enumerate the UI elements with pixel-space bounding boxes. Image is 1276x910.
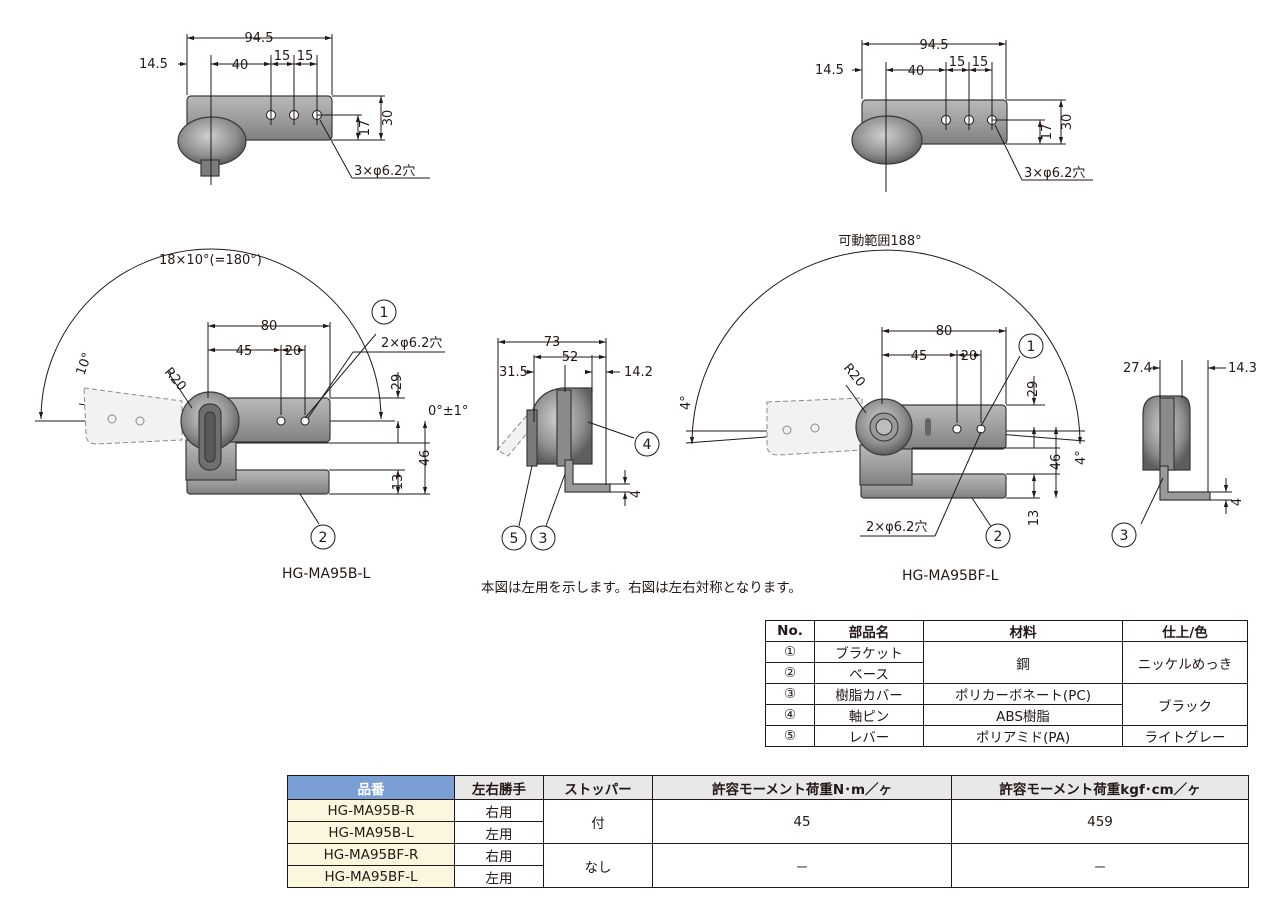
front-left-dim-29: 29 — [390, 374, 405, 391]
header-moment-kgf: 許容モーメント荷重kgf･cm／ヶ — [951, 775, 1249, 800]
balloon-5-left: 5 — [501, 525, 527, 551]
side-right-dim-4: 4 — [1230, 498, 1245, 506]
front-right-dim-45: 45 — [911, 349, 928, 364]
side-left-dim-73: 73 — [544, 335, 561, 350]
svg-text:3: 3 — [539, 531, 548, 547]
front-left-hole-note: 2×φ6.2穴 — [381, 336, 442, 351]
top-left-dim-30: 30 — [381, 110, 396, 127]
balloon-2-left: 2 — [310, 524, 336, 550]
top-left-dim-17: 17 — [358, 120, 373, 137]
balloon-1-left: 1 — [371, 299, 397, 325]
table-row: HG-MA95B-R 右用 付 45 459 — [287, 799, 1249, 844]
top-left-dim-14-5: 14.5 — [139, 57, 168, 72]
header-part-number: 品番 — [287, 775, 455, 800]
table-row: ① ブラケット 鋼 ニッケルめっき — [765, 641, 1248, 684]
top-right-hole-note: 3×φ6.2穴 — [1024, 166, 1085, 181]
balloon-3-right: 3 — [1111, 522, 1137, 548]
symmetry-note: 本図は左用を示します。右図は左右対称となります。 — [481, 580, 802, 596]
top-left-dim-94-5: 94.5 — [245, 31, 274, 46]
parts-table-header: No. 部品名 材料 仕上/色 — [765, 620, 1248, 642]
front-right-dim-46: 46 — [1049, 454, 1064, 471]
finish-black: ブラック — [1122, 683, 1248, 726]
front-right-dim-13: 13 — [1027, 510, 1042, 527]
header-part-name: 部品名 — [814, 620, 924, 642]
svg-text:3: 3 — [1120, 528, 1129, 544]
front-view-right: 可動範囲188° 4° 4° R20 80 45 20 29 46 13 2×φ… — [679, 234, 1089, 549]
front-right-dim-80: 80 — [936, 324, 953, 339]
balloon-2-right: 2 — [985, 523, 1011, 549]
top-left-dim-40: 40 — [232, 58, 249, 73]
parts-table: No. 部品名 材料 仕上/色 ① ブラケット 鋼 ニッケルめっき ② ベース … — [765, 620, 1248, 747]
svg-text:5: 5 — [510, 531, 519, 547]
front-right-r20: R20 — [840, 361, 868, 390]
svg-text:2: 2 — [994, 529, 1003, 545]
product-table-header: 品番 左右勝手 ストッパー 許容モーメント荷重N･m／ヶ 許容モーメント荷重kg… — [287, 775, 1249, 800]
front-left-dim-45: 45 — [236, 344, 253, 359]
front-right-angle-right: 4° — [1074, 450, 1089, 465]
finish-nickel: ニッケルめっき — [1122, 641, 1248, 684]
top-right-dim-17: 17 — [1040, 124, 1055, 141]
top-right-dim-94-5: 94.5 — [920, 38, 949, 53]
header-moment-nm: 許容モーメント荷重N･m／ヶ — [652, 775, 952, 800]
table-row: HG-MA95BF-R 右用 なし － － — [287, 843, 1249, 888]
front-right-dim-20: 20 — [961, 349, 978, 364]
front-left-dim-46: 46 — [418, 450, 433, 467]
table-row: ⑤ レバー ポリアミド(PA) ライトグレー — [765, 725, 1248, 747]
top-view-right: 94.5 14.5 40 15 15 30 17 3×φ6.2穴 — [815, 38, 1093, 192]
front-right-angle-left: 4° — [679, 395, 694, 410]
side-view-right: 27.4 14.3 4 3 — [1111, 360, 1257, 548]
svg-text:2: 2 — [319, 530, 328, 546]
side-left-dim-4: 4 — [629, 490, 644, 498]
header-material: 材料 — [923, 620, 1123, 642]
material-steel: 鋼 — [923, 641, 1123, 684]
front-right-arc-label: 可動範囲188° — [838, 234, 921, 249]
front-left-zero-label: 0°±1° — [428, 404, 468, 419]
side-left-dim-52: 52 — [562, 350, 579, 365]
top-left-hole-note: 3×φ6.2穴 — [354, 164, 415, 179]
side-right-dim-27-4: 27.4 — [1123, 361, 1152, 376]
top-left-dim-15b: 15 — [297, 49, 314, 64]
header-hand: 左右勝手 — [454, 775, 544, 800]
front-left-dim-20: 20 — [285, 344, 302, 359]
front-view-left: 18×10°(=180°) 10° R20 80 45 20 29 46 13 … — [35, 248, 468, 550]
balloon-3-left: 3 — [530, 525, 556, 551]
top-right-dim-14-5: 14.5 — [815, 63, 844, 78]
front-left-arc-label: 18×10°(=180°) — [159, 253, 262, 268]
model-label-left: HG-MA95B-L — [282, 566, 371, 582]
front-left-r20: R20 — [161, 365, 189, 394]
front-left-dim-80: 80 — [261, 319, 278, 334]
table-row: HG-MA95BF-L 左用 — [287, 865, 1249, 888]
product-table: 品番 左右勝手 ストッパー 許容モーメント荷重N･m／ヶ 許容モーメント荷重kg… — [287, 775, 1249, 888]
balloon-1-right: 1 — [1018, 333, 1044, 359]
side-left-dim-31-5: 31.5 — [499, 365, 528, 380]
table-row: HG-MA95B-L 左用 — [287, 821, 1249, 844]
side-right-dim-14-3: 14.3 — [1228, 361, 1257, 376]
front-left-dim-13: 13 — [391, 474, 406, 491]
top-right-dim-40: 40 — [908, 64, 925, 79]
top-left-dim-15a: 15 — [274, 49, 291, 64]
top-view-left: 94.5 14.5 40 15 15 30 17 3×φ6.2穴 — [139, 31, 430, 185]
front-right-dim-29: 29 — [1026, 381, 1041, 398]
balloon-4-left: 4 — [634, 431, 660, 457]
header-stopper: ストッパー — [543, 775, 653, 800]
top-right-dim-15b: 15 — [972, 55, 989, 70]
side-view-left: 73 52 31.5 14.2 4 4 5 3 — [496, 335, 660, 551]
svg-text:4: 4 — [643, 437, 652, 453]
side-left-dim-14-2: 14.2 — [624, 365, 653, 380]
table-row: ③ 樹脂カバー ポリカーボネート(PC) ブラック — [765, 683, 1248, 726]
svg-text:1: 1 — [380, 305, 389, 321]
header-no: No. — [765, 620, 815, 642]
svg-text:1: 1 — [1027, 339, 1036, 355]
header-finish: 仕上/色 — [1122, 620, 1248, 642]
top-right-dim-15a: 15 — [949, 55, 966, 70]
front-left-angle-10: 10° — [74, 351, 96, 378]
model-label-right: HG-MA95BF-L — [902, 568, 999, 584]
front-right-hole-note: 2×φ6.2穴 — [866, 520, 927, 535]
top-right-dim-30: 30 — [1060, 114, 1075, 131]
